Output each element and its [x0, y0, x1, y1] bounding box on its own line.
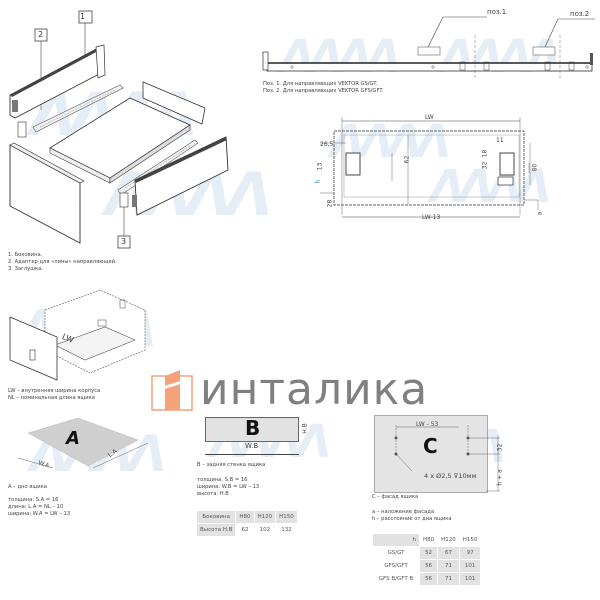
panel-c-title: C – фасад ящика — [372, 494, 419, 500]
panel-a-spec: ширина: W.A = LW – 13 — [8, 511, 71, 517]
dim-a: a — [536, 211, 544, 216]
row-label: GFS B/GFT B — [378, 576, 414, 582]
watermark: ΛΛΛΛ — [280, 30, 401, 83]
dim-80: 80 — [531, 163, 539, 172]
table-cell: 101 — [459, 560, 481, 572]
table-header: H120 — [254, 511, 276, 523]
panel-a-spec: длина: L.A = NL – 10 — [8, 504, 64, 510]
legend-line: 3. Заглушка. — [8, 266, 43, 272]
table-cell: 67 — [438, 547, 459, 559]
dim-wb: W.B — [245, 442, 259, 450]
dim-18: 18 — [481, 149, 489, 158]
watermark: ΛΛΛΛ — [440, 30, 561, 83]
logo-text: инталика — [200, 364, 429, 415]
row-label: GS/GT — [387, 550, 405, 556]
panel-c-table: h H80 H120 H150 GS/GT 52 67 97 GFS/GFT 5… — [372, 533, 481, 586]
table-header: Боковина — [197, 511, 236, 523]
panel-c-note: h – расстояние от дна ящика — [372, 516, 452, 522]
panel-a-spec: толщина: S.A = 16 — [8, 497, 59, 503]
dim-lw: LW — [425, 114, 434, 121]
table-cell: 101 — [459, 573, 481, 585]
pos-label-2: поз.2 — [570, 10, 590, 18]
table-cell: 56 — [420, 560, 438, 572]
table-row: GFS/GFT 56 71 101 — [373, 560, 481, 572]
table-row: GS/GT 52 67 97 — [373, 547, 481, 559]
table-header: h — [373, 534, 419, 546]
table-row: Высота H.B 62 102 132 — [197, 524, 297, 536]
panel-a-letter: A — [66, 428, 80, 449]
panel-b-board — [205, 417, 299, 442]
panel-b-title: B – задняя стенка ящика — [197, 462, 266, 468]
dim-11: 11 — [496, 137, 504, 144]
table-header-row: h H80 H120 H150 — [373, 534, 480, 546]
dim-13: 13 — [316, 162, 324, 171]
dim-32: 32 — [481, 161, 489, 170]
table-row: GFS B/GFT B 56 71 101 — [373, 573, 481, 585]
dim-wb-line — [205, 454, 299, 455]
box-legend: NL – номинальная длина ящика — [8, 395, 95, 401]
pos-label-1: поз.1 — [487, 8, 507, 16]
panel-b-spec: высота: H.B — [197, 491, 229, 497]
panel-b-spec: толщина: S.B = 16 — [197, 477, 248, 483]
table-header: H120 — [441, 537, 456, 543]
dim-hb: H.B — [301, 423, 309, 434]
panel-c-letter: C — [423, 434, 438, 458]
table-cell: 71 — [438, 560, 459, 572]
panel-c-note: a – наложение фасада — [372, 509, 435, 515]
table-cell: 71 — [438, 573, 459, 585]
dim-26-5: 26,5 — [320, 141, 334, 148]
rail-drawing — [262, 16, 595, 80]
table-cell: 52 — [420, 547, 438, 559]
box-legend: LW – внутренняя ширина корпуса — [8, 388, 101, 394]
rail-note: Поз. 1. Для направляющих VEKTOR GS/GT. — [263, 81, 378, 87]
legend-line: 2. Адаптер для «лины» направляющей. — [8, 259, 117, 265]
panel-c-drawing — [394, 425, 500, 492]
rail-note: Поз. 2. Для направляющих VEKTOR GFS/GFT. — [263, 88, 384, 94]
dim-32: 32 — [496, 443, 504, 452]
table-header: H150 — [462, 537, 478, 543]
dim-28: 28 — [326, 199, 334, 208]
table-cell: 132 — [281, 527, 292, 533]
panel-a-drawing — [17, 417, 149, 469]
table-cell: 62 — [241, 527, 249, 533]
callout-2: 2 — [38, 30, 44, 39]
panel-b-table: Боковина H80 H120 H150 Высота H.B 62 102… — [196, 510, 298, 537]
box-drawing — [9, 289, 146, 381]
table-header: H80 — [236, 511, 254, 523]
table-cell: 102 — [259, 527, 271, 533]
table-header-row: Боковина H80 H120 H150 — [197, 511, 297, 523]
row-label: Высота H.B — [197, 524, 236, 536]
panel-b-letter: B — [245, 416, 261, 440]
dim-lw-53: LW - 53 — [416, 421, 439, 428]
callout-3: 3 — [121, 237, 127, 246]
dim-h: h — [314, 179, 322, 184]
watermark: ΛΛΛΛ — [430, 160, 551, 213]
logo-icon — [151, 370, 193, 411]
panel-a-title: A – дно ящика — [8, 484, 47, 490]
hole-spec: 4 x Ø2,5 ⊽10мм — [424, 472, 477, 480]
table-header: H150 — [276, 511, 297, 523]
legend-line: 1. Боковина. — [8, 252, 43, 258]
exploded-drawing — [9, 10, 229, 249]
panel-b-spec: ширина: W.B = LW – 13 — [197, 484, 260, 490]
section-drawing — [320, 117, 539, 218]
dim-lw-13: LW-13 — [422, 214, 441, 221]
table-cell: 97 — [459, 547, 481, 559]
table-cell: 56 — [420, 573, 438, 585]
callout-1: 1 — [80, 12, 86, 21]
dim-62: 62 — [403, 155, 411, 164]
dim-h-plus-a: h + a — [496, 469, 504, 486]
table-header: H80 — [423, 537, 435, 543]
row-label: GFS/GFT — [384, 563, 408, 569]
